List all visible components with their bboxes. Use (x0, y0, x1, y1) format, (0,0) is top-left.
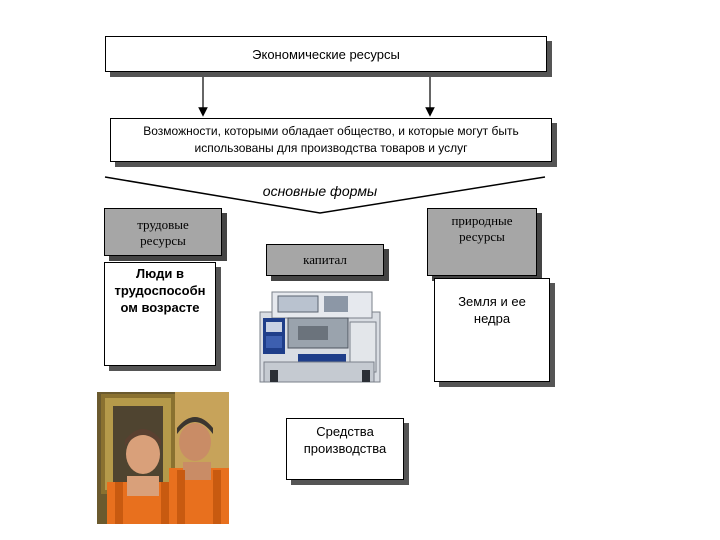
machine-image (259, 291, 381, 383)
forms-brace (104, 176, 546, 214)
people-box: Люди в трудоспособн ом возрасте (104, 262, 216, 366)
labor-resources-box: трудовые ресурсы (104, 208, 222, 256)
capital-box: капитал (266, 244, 384, 276)
title-box: Экономические ресурсы (105, 36, 547, 72)
workers-photo (97, 392, 229, 524)
land-box: Земля и ее недра (434, 278, 550, 382)
people-text: Люди в трудоспособн ом возрасте (114, 266, 206, 315)
means-of-production-box: Средства производства (286, 418, 404, 480)
description-box: Возможности, которыми обладает общество,… (110, 118, 552, 162)
title-text: Экономические ресурсы (252, 46, 400, 62)
natural-resources-box: природные ресурсы (427, 208, 537, 276)
forms-label: основные формы (262, 183, 378, 199)
means-of-production-text: Средства производства (303, 424, 387, 456)
labor-resources-title: трудовые ресурсы (137, 217, 189, 248)
description-text: Возможности, которыми обладает общество,… (143, 124, 519, 155)
land-text: Земля и ее недра (458, 294, 526, 326)
capital-title: капитал (303, 252, 347, 267)
natural-resources-title: природные ресурсы (451, 213, 513, 244)
